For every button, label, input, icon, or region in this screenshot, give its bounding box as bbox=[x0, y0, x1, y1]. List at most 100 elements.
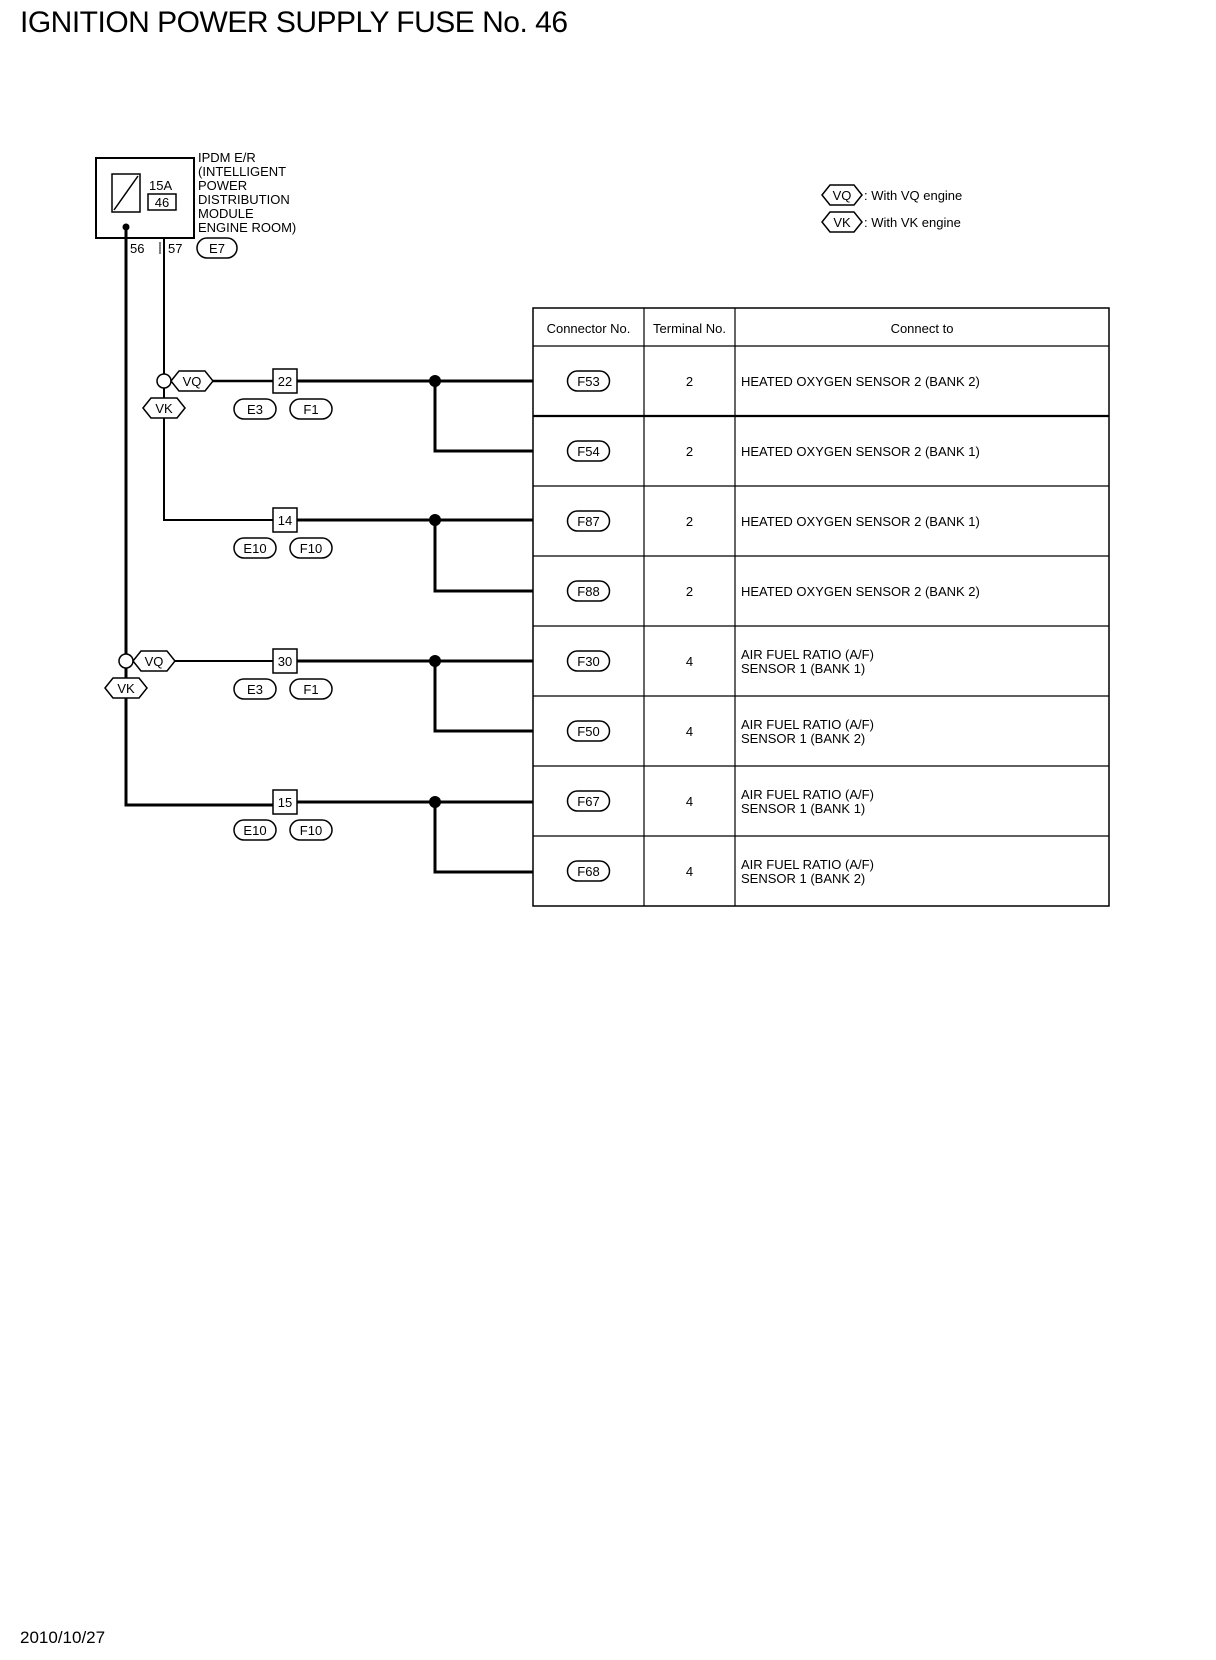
table-border bbox=[532, 307, 1110, 907]
module-label-line: IPDM E/R bbox=[198, 150, 256, 165]
pin-number: 14 bbox=[278, 513, 292, 528]
connect-to-text: AIR FUEL RATIO (A/F) bbox=[741, 857, 874, 872]
connector-e7-pill: E7 bbox=[196, 237, 238, 259]
table-header: Terminal No. bbox=[653, 321, 726, 336]
terminal-number: 2 bbox=[686, 374, 693, 389]
table-row: F67 4 AIR FUEL RATIO (A/F)SENSOR 1 (BANK 1… bbox=[566, 787, 874, 816]
connector-f53-pill-label: F53 bbox=[577, 374, 599, 389]
engine-tag-vk-label: VK bbox=[117, 681, 135, 696]
engine-tag-vq-label: VQ bbox=[145, 654, 164, 669]
legend-tag-vq: VQ bbox=[821, 184, 863, 206]
table-header: Connect to bbox=[891, 321, 954, 336]
table-row: F87 2 HEATED OXYGEN SENSOR 2 (BANK 1) bbox=[566, 510, 980, 532]
wires bbox=[124, 227, 533, 874]
legend-text: : With VQ engine bbox=[864, 188, 962, 203]
table-row: F53 2 HEATED OXYGEN SENSOR 2 (BANK 2) bbox=[566, 370, 980, 392]
connector-f1-pill-label: F1 bbox=[303, 682, 318, 697]
terminal-57: 57 bbox=[168, 241, 182, 256]
engine-tag-vq: VQ bbox=[132, 650, 176, 672]
engine-tag-vk: VK bbox=[142, 397, 186, 419]
connector-e3-pill: E3 bbox=[233, 398, 277, 420]
connector-e10-pill-label: E10 bbox=[243, 823, 266, 838]
connect-to-text: HEATED OXYGEN SENSOR 2 (BANK 2) bbox=[741, 584, 980, 599]
table-row: F50 4 AIR FUEL RATIO (A/F)SENSOR 1 (BANK 2… bbox=[566, 717, 874, 746]
connect-to-text: HEATED OXYGEN SENSOR 2 (BANK 1) bbox=[741, 514, 980, 529]
connect-to-text: AIR FUEL RATIO (A/F) bbox=[741, 647, 874, 662]
connector-f87-pill-label: F87 bbox=[577, 514, 599, 529]
pin-number: 22 bbox=[278, 374, 292, 389]
connect-to-text: SENSOR 1 (BANK 2) bbox=[741, 871, 865, 886]
connector-f68-pill: F68 bbox=[566, 860, 611, 882]
connect-to-text: HEATED OXYGEN SENSOR 2 (BANK 1) bbox=[741, 444, 980, 459]
connector-e3-pill: E3 bbox=[233, 678, 277, 700]
connector-f88-pill: F88 bbox=[566, 580, 611, 602]
terminal-number: 2 bbox=[686, 444, 693, 459]
pin-number: 15 bbox=[278, 795, 292, 810]
connector-e10-pill: E10 bbox=[233, 537, 277, 559]
connector-e3-pill-label: E3 bbox=[247, 682, 263, 697]
connector-f10-pill-label: F10 bbox=[300, 541, 322, 556]
connect-to-text: SENSOR 1 (BANK 1) bbox=[741, 801, 865, 816]
module-label: IPDM E/R(INTELLIGENT POWER DISTRIBUTION … bbox=[198, 150, 296, 235]
terminal-number: 2 bbox=[686, 584, 693, 599]
connector-f1-pill: F1 bbox=[289, 398, 333, 420]
engine-tag-vk: VK bbox=[104, 677, 148, 699]
connector-e7: E7 bbox=[196, 237, 238, 259]
connector-f30-pill: F30 bbox=[566, 650, 611, 672]
module-label-line: DISTRIBUTION bbox=[198, 192, 290, 207]
table-row: F88 2 HEATED OXYGEN SENSOR 2 (BANK 2) bbox=[566, 580, 980, 602]
connector-e10-pill: E10 bbox=[233, 819, 277, 841]
connector-f67-pill-label: F67 bbox=[577, 794, 599, 809]
terminal-number: 4 bbox=[686, 794, 693, 809]
legend-text: : With VK engine bbox=[864, 215, 961, 230]
connector-f10-pill-label: F10 bbox=[300, 823, 322, 838]
connector-f1-pill: F1 bbox=[289, 678, 333, 700]
module-label-line: MODULE bbox=[198, 206, 254, 221]
splices bbox=[118, 373, 441, 808]
fuse-number: 46 bbox=[155, 195, 169, 210]
engine-tag-vk-label: VK bbox=[155, 401, 173, 416]
connector-e10-pill-label: E10 bbox=[243, 541, 266, 556]
connect-to-text: SENSOR 1 (BANK 2) bbox=[741, 731, 865, 746]
connector-f54-pill-label: F54 bbox=[577, 444, 599, 459]
page-title: IGNITION POWER SUPPLY FUSE No. 46 bbox=[20, 6, 568, 39]
module-label-line: ENGINE ROOM) bbox=[198, 220, 296, 235]
connector-f10-pill: F10 bbox=[289, 819, 333, 841]
legend-tag-vq-label: VQ bbox=[833, 188, 852, 203]
connector-f87-pill: F87 bbox=[566, 510, 611, 532]
module-label-line: POWER bbox=[198, 178, 247, 193]
table-header: Connector No. bbox=[547, 321, 631, 336]
legend-tag-vk-label: VK bbox=[833, 215, 851, 230]
connect-to-text: AIR FUEL RATIO (A/F) bbox=[741, 787, 874, 802]
terminal-number: 2 bbox=[686, 514, 693, 529]
terminal-number: 4 bbox=[686, 654, 693, 669]
connect-to-text: AIR FUEL RATIO (A/F) bbox=[741, 717, 874, 732]
connector-f68-pill-label: F68 bbox=[577, 864, 599, 879]
connector-f50-pill: F50 bbox=[566, 720, 611, 742]
terminal-number: 4 bbox=[686, 864, 693, 879]
fuse-rating: 15A bbox=[149, 178, 172, 193]
connector-f1-pill-label: F1 bbox=[303, 402, 318, 417]
connector-f53-pill: F53 bbox=[566, 370, 611, 392]
connector-f30-pill-label: F30 bbox=[577, 654, 599, 669]
table-row: F54 2 HEATED OXYGEN SENSOR 2 (BANK 1) bbox=[566, 440, 980, 462]
connector-f88-pill-label: F88 bbox=[577, 584, 599, 599]
footer-date: 2010/10/27 bbox=[20, 1628, 106, 1647]
connector-e7-pill-label: E7 bbox=[209, 241, 225, 256]
connect-to-text: HEATED OXYGEN SENSOR 2 (BANK 2) bbox=[741, 374, 980, 389]
connector-f54-pill: F54 bbox=[566, 440, 611, 462]
connect-to-text: SENSOR 1 (BANK 1) bbox=[741, 661, 865, 676]
module-label-line: (INTELLIGENT bbox=[198, 164, 286, 179]
connector-f10-pill: F10 bbox=[289, 537, 333, 559]
legend-tag-vk: VK bbox=[821, 211, 863, 233]
terminal-number: 4 bbox=[686, 724, 693, 739]
terminal-56: 56 bbox=[130, 241, 144, 256]
ipdm-module: 15A 46 IPDM E/R(INTELLIGENT POWER DISTRI… bbox=[95, 150, 296, 259]
